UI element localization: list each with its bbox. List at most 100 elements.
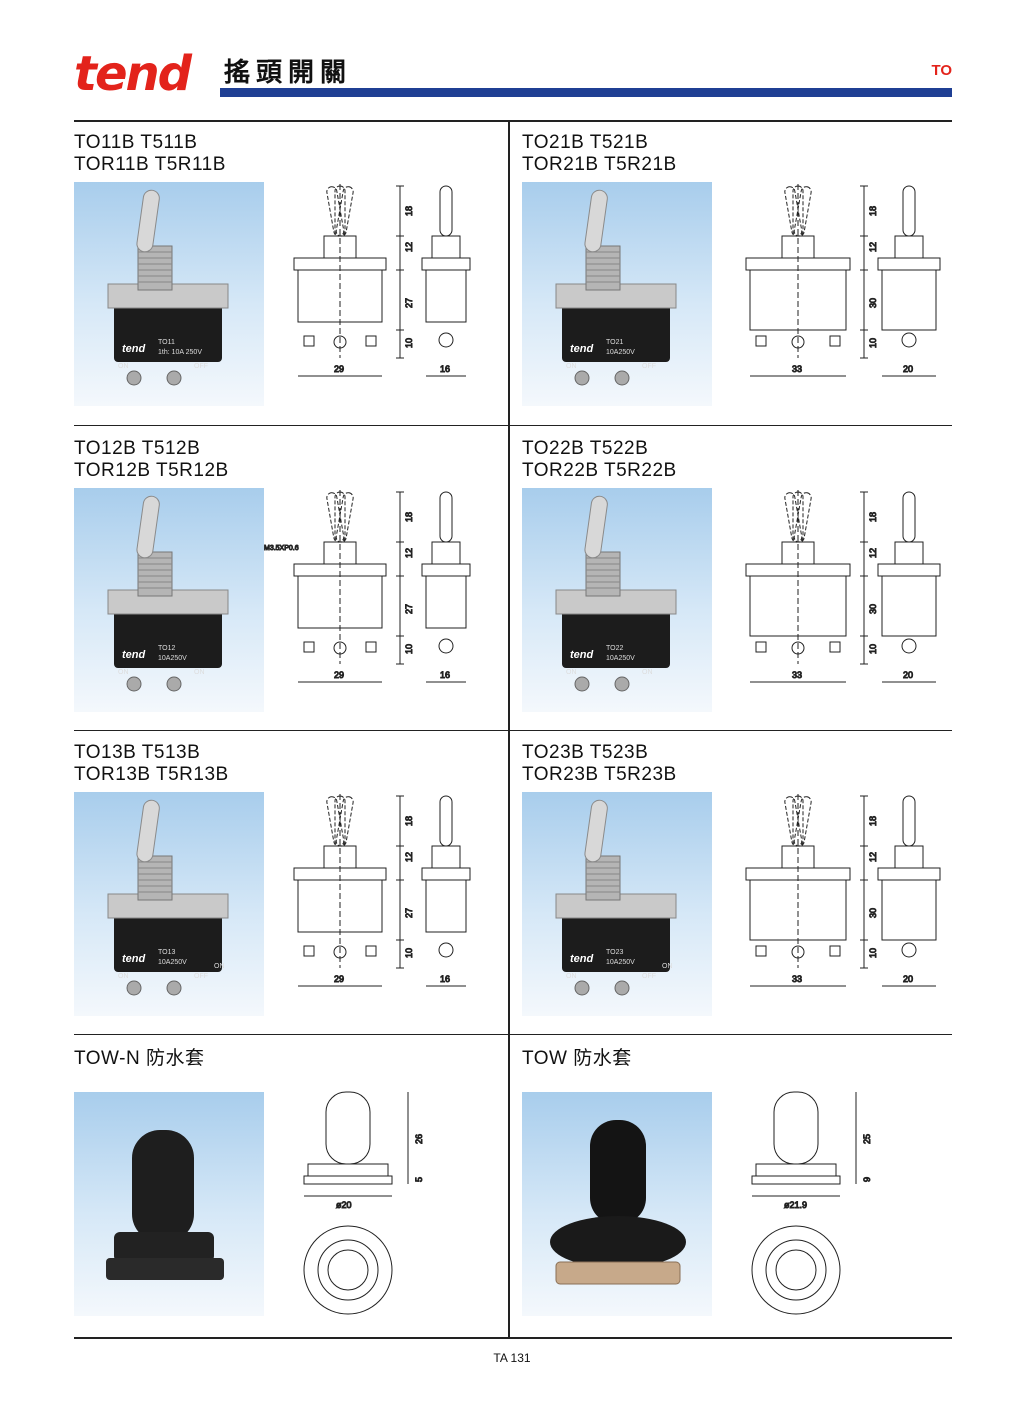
divider-bottom <box>74 1337 952 1339</box>
series-code: TO <box>931 62 952 79</box>
dim-value: 30 <box>868 604 878 614</box>
dim-value: 18 <box>868 512 878 522</box>
dim-value: 33 <box>792 364 802 374</box>
dim-value: 16 <box>440 364 450 374</box>
boot-ring <box>114 1232 214 1262</box>
side-lever <box>439 491 453 543</box>
side-terminal <box>901 638 917 654</box>
dim-value: 18 <box>868 206 878 216</box>
side-body <box>881 879 937 941</box>
threaded-bushing <box>585 245 621 291</box>
screw-terminal <box>126 980 142 996</box>
toggle-lever <box>136 495 160 559</box>
side-bushing <box>431 845 461 869</box>
screw-terminal <box>166 370 182 386</box>
dim-value: 10 <box>868 338 878 348</box>
lever-outline <box>784 796 803 847</box>
photo-label: ON <box>566 669 577 676</box>
terminal <box>791 335 805 349</box>
side-terminal <box>901 942 917 958</box>
dim-value: 20 <box>903 670 913 680</box>
dim-value: 29 <box>334 670 344 680</box>
photo-label: ON <box>662 963 673 970</box>
toggle-lever <box>136 189 160 253</box>
terminal <box>365 641 377 653</box>
lever-outline <box>326 186 345 237</box>
boot-base <box>106 1258 224 1280</box>
threaded-bushing <box>137 245 173 291</box>
dim-value: 10 <box>404 948 414 958</box>
boot-ring <box>550 1216 686 1268</box>
terminal <box>755 641 767 653</box>
photo-label: 10A250V <box>606 349 635 356</box>
screw-terminal <box>166 676 182 692</box>
screw-terminal <box>614 370 630 386</box>
side-nut <box>421 867 471 881</box>
dim-value: 10 <box>404 644 414 654</box>
terminal <box>333 641 347 655</box>
terminal <box>755 335 767 347</box>
screw-terminal <box>614 980 630 996</box>
dim-value: 30 <box>868 298 878 308</box>
divider-row-2 <box>74 730 952 731</box>
product-title: TOW-N 防水套 <box>74 1048 205 1069</box>
photo-label: 10A250V <box>158 655 187 662</box>
side-terminal <box>438 942 454 958</box>
lever-outline <box>326 492 345 543</box>
photo-label: TO13 <box>158 949 175 956</box>
photo-label: 10A250V <box>606 959 635 966</box>
dim-value: 29 <box>334 364 344 374</box>
boot-outline <box>325 1091 371 1165</box>
terminal <box>303 641 315 653</box>
lever-outline <box>326 796 345 847</box>
side-body <box>425 575 467 629</box>
side-bushing <box>894 541 924 565</box>
top-view-inner <box>765 1239 827 1301</box>
terminal <box>303 945 315 957</box>
dim-value: 10 <box>868 948 878 958</box>
side-lever <box>902 491 916 543</box>
photo-label: ON <box>566 973 577 980</box>
side-lever <box>439 185 453 237</box>
boot-base-outline <box>303 1175 393 1185</box>
terminal <box>365 945 377 957</box>
side-body <box>425 879 467 933</box>
dim-value: 12 <box>868 242 878 252</box>
product-title: TOW 防水套 <box>522 1048 632 1069</box>
photo-label: OFF <box>194 973 208 980</box>
switch-body <box>114 300 222 362</box>
screw-terminal <box>614 676 630 692</box>
dim-value: 30 <box>868 908 878 918</box>
photo-illustration <box>550 1120 686 1285</box>
dim-value: 29 <box>334 974 344 984</box>
header-bar <box>220 88 952 97</box>
screw-terminal <box>574 370 590 386</box>
top-view-outer <box>303 1225 393 1315</box>
boot-flange <box>307 1163 389 1177</box>
threaded-bushing <box>585 551 621 597</box>
photo-label: ON <box>642 669 653 676</box>
dim-value: 10 <box>404 338 414 348</box>
product-photo <box>74 1092 264 1316</box>
dim-value: 12 <box>404 548 414 558</box>
side-bushing <box>431 235 461 259</box>
dim-value: 10 <box>868 644 878 654</box>
photo-label: tend <box>122 953 146 965</box>
dim-value: ø20 <box>336 1200 352 1210</box>
switch-body <box>562 606 670 668</box>
screw-terminal <box>126 370 142 386</box>
